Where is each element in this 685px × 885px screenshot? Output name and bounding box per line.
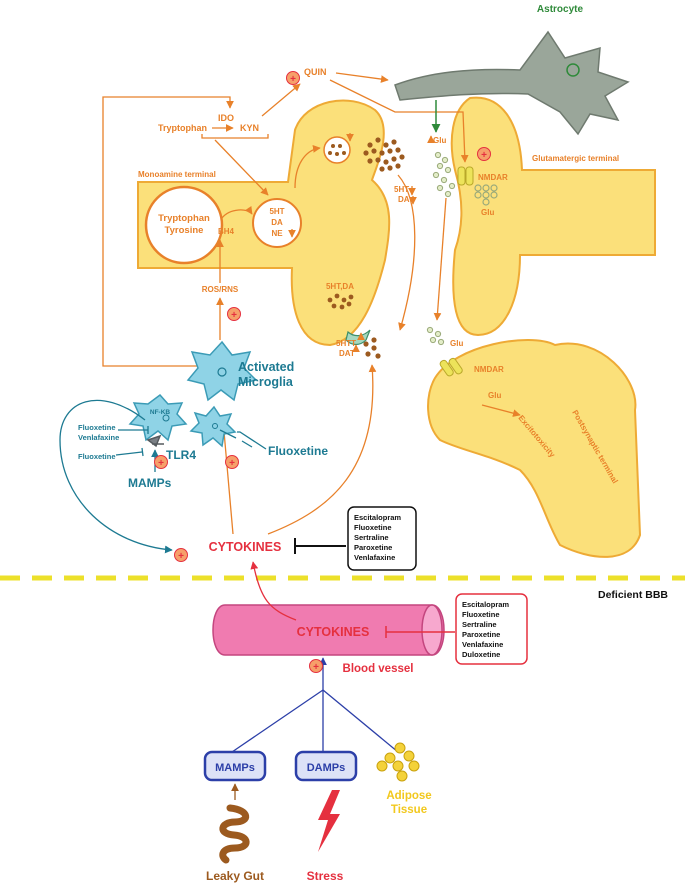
quin-label: QUIN	[304, 67, 327, 77]
mamps-box	[203, 750, 267, 782]
damps-box	[294, 750, 358, 782]
glutamatergic-terminal	[450, 96, 656, 337]
fluoxetine-venlafaxine-line1: Fluoxetine	[78, 423, 116, 432]
drug-brain-item: Escitalopram	[354, 513, 401, 522]
tryptophan-tyrosine-line2: Tyrosine	[165, 225, 204, 236]
monoamine-terminal-label: Monoamine terminal	[138, 170, 216, 179]
mamps-brain-label: MAMPs	[128, 476, 172, 490]
tlr4-label: TLR4	[166, 448, 196, 462]
ros-rns-label: ROS/RNS	[202, 285, 239, 294]
plus-badge-nmdar: +	[481, 150, 487, 161]
activated-microglia-line1: Activated	[238, 360, 294, 374]
cytokines-cross-bbb-arrow	[250, 561, 297, 621]
blood-vessel-label: Blood vessel	[343, 663, 414, 675]
deficient-bbb-label: Deficient BBB	[598, 589, 668, 601]
plus-badge-cytokines: +	[178, 551, 184, 562]
cytokines-blood-label: CYTOKINES	[297, 625, 370, 639]
glu-post-label: Glu	[488, 391, 501, 400]
tlr4-receptor	[146, 434, 164, 448]
release-da-label: DA	[398, 195, 410, 204]
adipose-cells	[376, 742, 420, 782]
kyn-label: KYN	[240, 123, 259, 133]
plus-badge-microglia: +	[229, 458, 235, 469]
nmdar-receptor-top	[457, 166, 474, 186]
glu-vesicle-label: Glu	[481, 208, 494, 217]
vesicle-5ht-label: 5HT	[269, 207, 284, 216]
drug-blood-item: Duloxetine	[462, 650, 500, 659]
5ht-da-label: 5HT,DA	[326, 282, 354, 291]
leaky-gut-label: Leaky Gut	[206, 869, 264, 883]
stress-lightning-icon	[318, 790, 340, 852]
5htt-label: 5HTT	[336, 339, 356, 348]
plus-badge-quin: +	[290, 74, 296, 85]
glu-top-label: Glu	[433, 136, 446, 145]
plus-badge-tlr4: +	[158, 458, 164, 469]
stress-label: Stress	[307, 869, 344, 883]
drug-blood-item: Escitalopram	[462, 600, 509, 609]
inhibit-blood-cytokines	[385, 626, 455, 638]
pathway-arrows-teal	[59, 399, 267, 554]
glu-vesicles-terminal	[474, 184, 498, 206]
drug-brain-item: Sertraline	[354, 533, 389, 542]
activated-microglia-line2: Microglia	[238, 375, 294, 389]
monoamine-vesicles	[327, 137, 405, 359]
fluoxetine-small-label: Fluoxetine	[78, 452, 116, 461]
tryptophan-label: Tryptophan	[158, 123, 207, 133]
postsynaptic-terminal	[427, 339, 642, 558]
astrocyte-label: Astrocyte	[537, 4, 584, 15]
tryptophan-tyrosine-line1: Tryptophan	[158, 213, 210, 224]
drug-blood-item: Venlafaxine	[462, 640, 503, 649]
microglia-nfkb	[128, 393, 188, 442]
drug-blood-item: Fluoxetine	[462, 610, 500, 619]
nmdar-post-label: NMDAR	[474, 365, 504, 374]
dat-label: DAT	[339, 349, 355, 358]
activated-microglia	[186, 340, 258, 402]
source-arrows	[231, 657, 399, 753]
plus-badge-blood: +	[313, 662, 319, 673]
drug-brain-item: Venlafaxine	[354, 553, 395, 562]
nfkb-label: NF-KB	[150, 409, 171, 416]
glu-mid-label: Glu	[450, 339, 463, 348]
ido-label: IDO	[218, 113, 234, 123]
plus-badges	[154, 71, 491, 673]
fluoxetine-big-label: Fluoxetine	[268, 444, 328, 458]
drug-blood-item: Paroxetine	[462, 630, 500, 639]
drug-brain-item: Paroxetine	[354, 543, 392, 552]
blood-vessel	[212, 604, 445, 656]
drug-blood-item: Sertraline	[462, 620, 497, 629]
vesicle-da-label: DA	[271, 218, 283, 227]
drug-box-brain	[347, 506, 417, 571]
drug-list-brain: Escitalopram Fluoxetine Sertraline Parox…	[354, 513, 401, 562]
gut-icon	[219, 804, 250, 864]
drug-brain-item: Fluoxetine	[354, 523, 392, 532]
microglia-fluoxetine	[189, 405, 237, 448]
fluoxetine-venlafaxine-line2: Venlafaxine	[78, 433, 119, 442]
drug-box-blood	[455, 593, 528, 665]
nmdar-top-label: NMDAR	[478, 173, 508, 182]
adipose-tissue-line1: Adipose	[386, 790, 431, 802]
mamps-box-label: MAMPs	[215, 762, 255, 774]
adipose-tissue-line2: Tissue	[391, 804, 427, 816]
bh4-label: BH4	[218, 227, 235, 236]
plus-badge-ros: +	[231, 310, 237, 321]
vesicle-ne-label: NE	[271, 229, 283, 238]
nmdar-receptor-post	[439, 357, 463, 377]
astrocyte	[394, 30, 630, 136]
monoamine-terminal	[137, 99, 391, 347]
pathway-arrows-orange	[102, 72, 521, 535]
inhibit-brain-cytokines	[294, 538, 346, 554]
glutamatergic-terminal-label: Glutamatergic terminal	[532, 154, 619, 163]
cytokines-brain-label: CYTOKINES	[209, 540, 282, 554]
damps-box-label: DAMPs	[307, 762, 346, 774]
release-5ht-label: 5HT	[394, 185, 409, 194]
drug-list-blood: Escitalopram Fluoxetine Sertraline Parox…	[462, 600, 509, 659]
